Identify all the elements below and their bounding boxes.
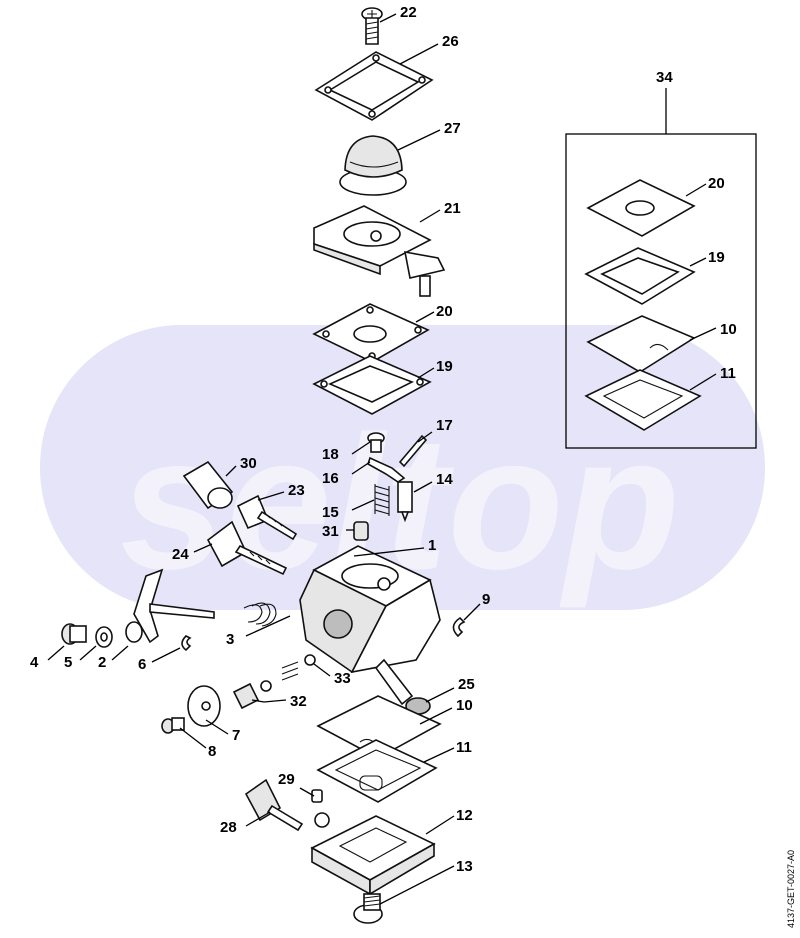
- part-20-diaphragm[interactable]: [312, 303, 430, 363]
- part-11-gasket[interactable]: [316, 739, 438, 803]
- part-1-carburetor-body[interactable]: [299, 545, 441, 706]
- callout-19: 19: [436, 358, 453, 375]
- kit-callout-11: 11: [720, 365, 736, 382]
- callout-25: 25: [458, 676, 475, 693]
- part-13-screw[interactable]: [353, 893, 383, 924]
- kit-34-box[interactable]: [565, 88, 757, 449]
- callout-13: 13: [456, 858, 473, 875]
- part-3-spring[interactable]: [243, 602, 277, 627]
- part-19-gasket[interactable]: [312, 355, 432, 415]
- part-24-adjusting-screw[interactable]: [206, 520, 288, 576]
- part-12-cover[interactable]: [310, 812, 436, 896]
- callout-15: 15: [322, 504, 339, 521]
- callout-34: 34: [656, 69, 673, 86]
- callout-26: 26: [442, 33, 459, 50]
- part-22-screw[interactable]: [361, 7, 383, 45]
- leader-lines: [47, 13, 717, 905]
- kit-callout-20: 20: [708, 175, 725, 192]
- callout-1: 1: [428, 537, 436, 554]
- part-18-screw[interactable]: [367, 432, 385, 453]
- callout-27: 27: [444, 120, 461, 137]
- callout-16: 16: [322, 470, 339, 487]
- callout-18: 18: [322, 446, 339, 463]
- callout-4: 4: [30, 654, 39, 671]
- callout-24: 24: [172, 546, 189, 563]
- part-26-plate[interactable]: [314, 51, 434, 121]
- callout-5: 5: [64, 654, 72, 671]
- part-8-screw[interactable]: [161, 717, 185, 734]
- part-7-disk[interactable]: [187, 685, 221, 727]
- part-4-screw[interactable]: [61, 623, 87, 645]
- part-15-spring[interactable]: [374, 484, 390, 516]
- part-2-washer[interactable]: [125, 621, 143, 643]
- part-29-pin[interactable]: [311, 789, 323, 803]
- callout-31: 31: [322, 523, 339, 540]
- callout-2: 2: [98, 654, 106, 671]
- drawing-code: 4137-GET-0027-A0: [786, 850, 796, 928]
- callout-3: 3: [226, 631, 234, 648]
- part-21-pump-cover[interactable]: [313, 205, 446, 297]
- callout-28: 28: [220, 819, 237, 836]
- callout-9: 9: [482, 591, 490, 608]
- part-27-primer-bulb[interactable]: [339, 135, 407, 196]
- callout-11: 11: [456, 739, 472, 756]
- part-6-clip[interactable]: [181, 635, 192, 652]
- part-32-set[interactable]: [232, 661, 299, 710]
- callout-29: 29: [278, 771, 295, 788]
- part-5-washer[interactable]: [95, 626, 113, 648]
- part-23-adjusting-screw[interactable]: [236, 494, 298, 541]
- callout-20: 20: [436, 303, 453, 320]
- callout-12: 12: [456, 807, 473, 824]
- callout-22: 22: [400, 4, 417, 21]
- kit-part-11-gasket: [584, 369, 702, 431]
- kit-callout-10: 10: [720, 321, 737, 338]
- part-17-pin[interactable]: [398, 434, 428, 468]
- callout-6: 6: [138, 656, 146, 673]
- part-28-screw[interactable]: [244, 778, 304, 832]
- callout-17: 17: [436, 417, 453, 434]
- part-9-clip[interactable]: [452, 616, 466, 638]
- part-31-plug[interactable]: [353, 521, 369, 541]
- callout-32: 32: [290, 693, 307, 710]
- part-30-cap[interactable]: [182, 460, 234, 510]
- callout-30: 30: [240, 455, 257, 472]
- part-choke-shaft[interactable]: [133, 568, 215, 644]
- part-33-o-ring[interactable]: [304, 654, 316, 666]
- callout-10: 10: [456, 697, 473, 714]
- part-14-needle-valve[interactable]: [397, 481, 413, 523]
- callout-23: 23: [288, 482, 305, 499]
- callout-33: 33: [334, 670, 351, 687]
- callout-8: 8: [208, 743, 216, 760]
- callout-7: 7: [232, 727, 240, 744]
- kit-callout-19: 19: [708, 249, 725, 266]
- callout-21: 21: [444, 200, 461, 217]
- callout-14: 14: [436, 471, 453, 488]
- callout-labels: 22 26 27 21 20 19 17 18 16 14 15 31 30 2…: [30, 4, 737, 875]
